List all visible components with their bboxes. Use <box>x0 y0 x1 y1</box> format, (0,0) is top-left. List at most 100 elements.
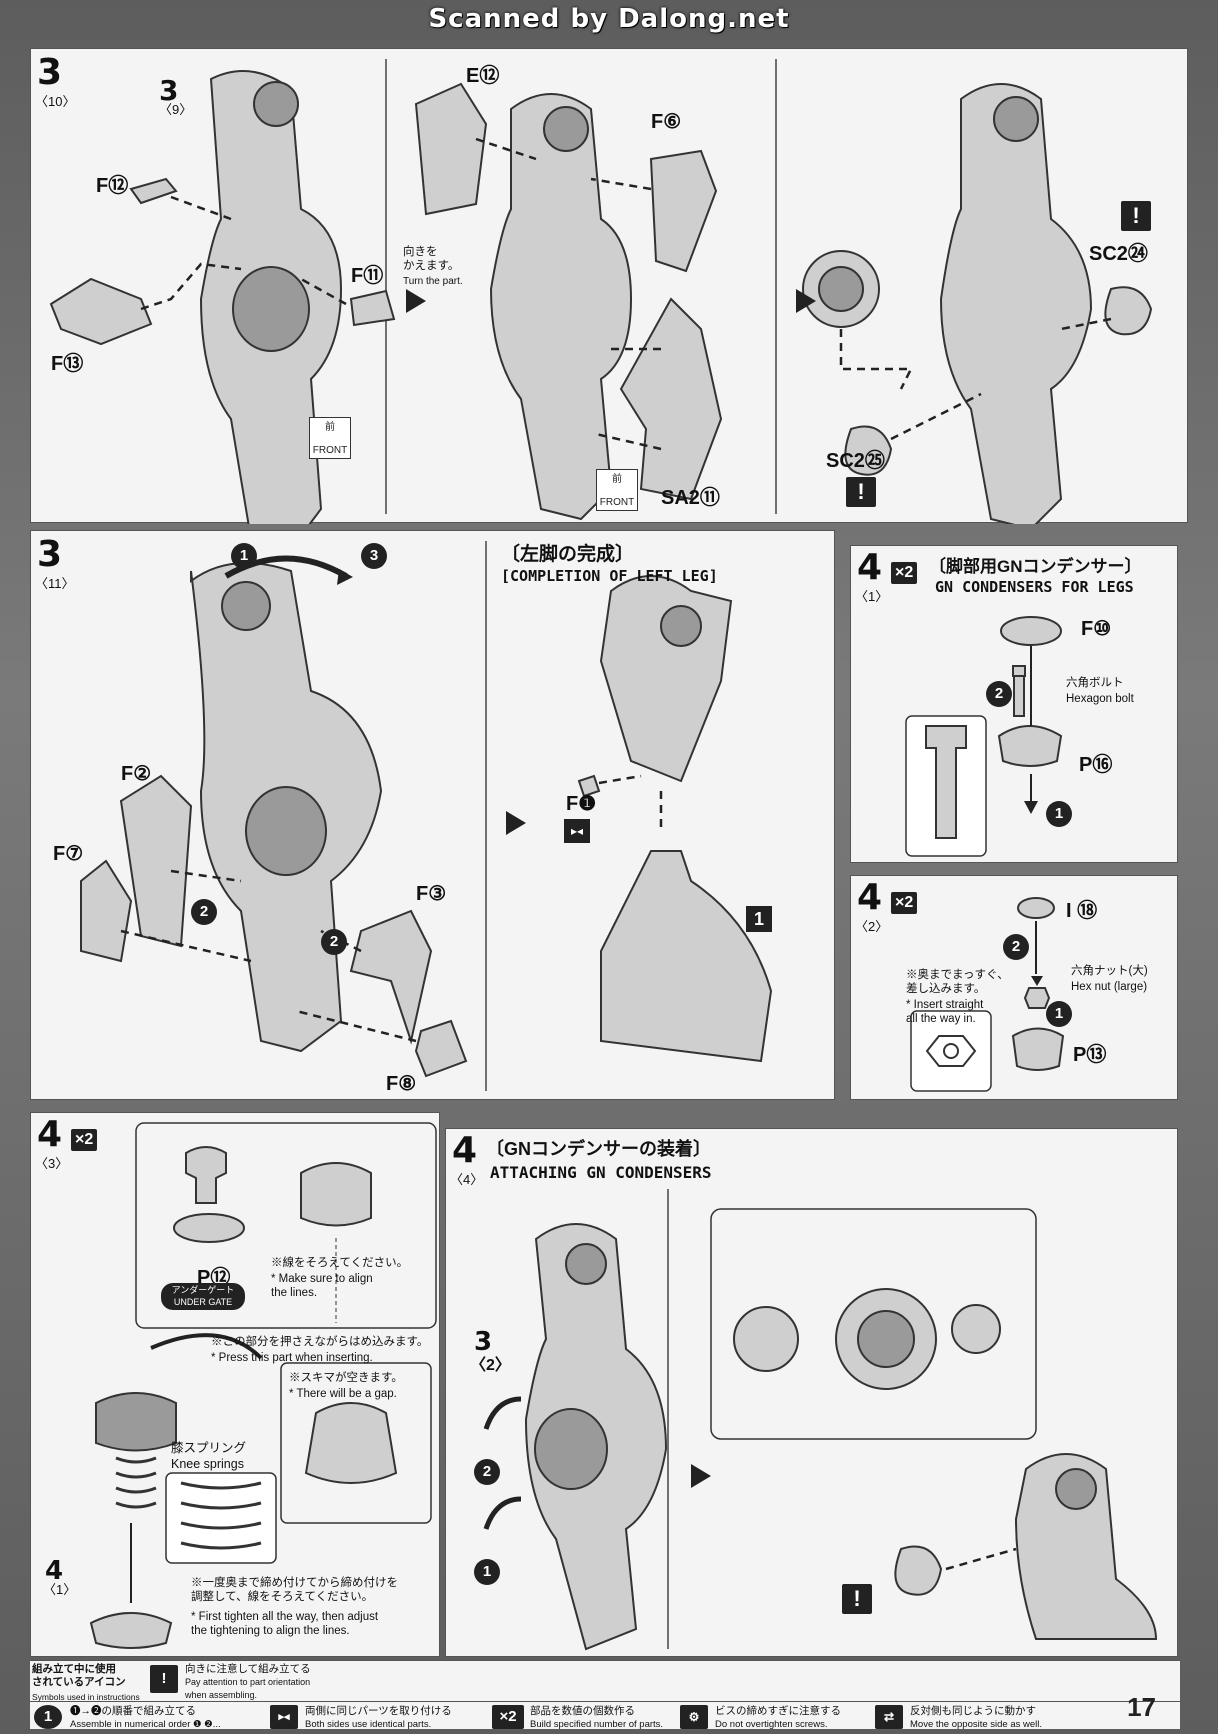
step-4-4-diagram <box>483 1189 1158 1651</box>
part-label-f8: F⑧ <box>386 1073 417 1095</box>
completion-title-en: [COMPLETION OF LEFT LEG] <box>501 567 718 585</box>
assembly-step-2: 2 <box>986 681 1012 707</box>
both-sides-icon: ▸◂ <box>270 1705 298 1729</box>
part-label-i18: I ⑱ <box>1066 900 1098 922</box>
part-label-p13: P⑬ <box>1073 1044 1107 1066</box>
step-sub: 〈4〉 <box>450 1172 484 1187</box>
spring-label-jp: 膝スプリング <box>171 1441 247 1455</box>
ref-step-number: 3 <box>159 74 179 107</box>
ref-step-sub: 〈1〉 <box>43 1582 77 1597</box>
step-4-1-diagram <box>905 616 1063 857</box>
under-gate-badge: アンダーゲート UNDER GATE <box>161 1283 245 1310</box>
step-sub: 〈2〉 <box>855 919 889 934</box>
legend-opposite-en: Move the opposite side as well. <box>910 1719 1043 1730</box>
part-label-sc2-25: SC2㉕ <box>826 450 885 472</box>
step-4-2-diagram <box>910 897 1065 1092</box>
assembly-step-2: 2 <box>1003 934 1029 960</box>
step-number: 3 <box>37 52 63 93</box>
title-en: ATTACHING GN CONDENSERS <box>490 1163 712 1182</box>
ref-step-sub: 〈9〉 <box>159 102 193 117</box>
part-label-f12: F⑫ <box>96 175 129 197</box>
title-en: GN CONDENSERS FOR LEGS <box>935 578 1134 596</box>
caution-icon: ! <box>846 477 876 507</box>
step-number: 4 <box>857 547 883 588</box>
legend-screw-en: Do not overtighten screws. <box>715 1719 828 1730</box>
step-sub: 〈11〉 <box>35 576 75 591</box>
step-sub: 〈1〉 <box>855 589 889 604</box>
legend-both-en: Both sides use identical parts. <box>305 1719 432 1730</box>
panel-step-4-2: 4 〈2〉 ×2 I ⑱ P⑬ 六角ナット(大) Hex nut (large)… <box>850 875 1178 1100</box>
spring-label-en: Knee springs <box>171 1457 244 1471</box>
multiplier-badge: ×2 <box>71 1129 98 1151</box>
ref-step-sub: 〈2〉 <box>470 1357 511 1374</box>
panel-step-4-1: 4 〈1〉 ×2 〔脚部用GNコンデンサー〕 GN CONDENSERS FOR… <box>850 545 1178 863</box>
part-label-sa2-11: SA2⑪ <box>661 487 720 509</box>
step-4-3-diagram <box>89 1122 437 1649</box>
insert-note-jp: ※奥までまっすぐ、 差し込みます。 <box>906 969 1009 995</box>
both-sides-icon: ▸◂ <box>564 819 590 843</box>
step-number: 4 <box>37 1114 63 1155</box>
step-number: 3 <box>37 534 63 575</box>
align-note-en: * Make sure to align the lines. <box>271 1273 373 1299</box>
turn-note-en: Turn the part. <box>403 276 463 287</box>
part-label-f2: F② <box>121 763 152 785</box>
part-label-p16: P⑯ <box>1079 754 1113 776</box>
multiplier-badge: ×2 <box>891 562 918 584</box>
step-sub: 〈10〉 <box>35 94 76 109</box>
assembly-step-2: 2 <box>191 899 217 925</box>
ref-step-number: 3 <box>474 1327 493 1357</box>
legend-divider <box>30 1701 1180 1702</box>
panel-step-4-4: 4 〈4〉 〔GNコンデンサーの装着〕 ATTACHING GN CONDENS… <box>445 1128 1178 1657</box>
scan-banner: Scanned by Dalong.net <box>428 4 790 34</box>
part-label-f6: F⑥ <box>651 111 682 133</box>
part-label-f7: F⑦ <box>53 843 84 865</box>
front-label-en: FRONT <box>599 497 635 508</box>
nut-label-en: Hex nut (large) <box>1071 981 1148 993</box>
legend-caution-en: Pay attention to part orientation when a… <box>185 1677 311 1700</box>
under-gate-en: UNDER GATE <box>173 1297 233 1307</box>
nut-label-jp: 六角ナット(大) <box>1071 965 1148 977</box>
press-note-en: * Press this part when inserting. <box>211 1352 373 1364</box>
part-label-sc2-24: SC2㉔ <box>1089 243 1148 265</box>
front-label-en: FRONT <box>312 445 348 456</box>
step-3-11-diagram <box>80 541 773 1091</box>
title-jp: 〔GNコンデンサーの装着〕 <box>486 1139 711 1159</box>
step-number: 4 <box>452 1130 478 1171</box>
gap-note-jp: ※スキマが空きます。 <box>289 1372 403 1384</box>
bolt-label-en: Hexagon bolt <box>1066 693 1134 705</box>
part-label-f1: F❶ <box>566 793 597 815</box>
multiplier-icon: ×2 <box>492 1705 524 1729</box>
assembly-step-1: 1 <box>1046 1001 1072 1027</box>
legend-screw-jp: ビスの締めすぎに注意する <box>715 1705 841 1717</box>
part-label-f10: F⑩ <box>1081 618 1112 640</box>
screw-icon: ⚙ <box>680 1705 708 1729</box>
ref-step-number: 4 <box>45 1556 64 1586</box>
step-sub: 〈3〉 <box>35 1156 69 1171</box>
press-note-jp: ※この部分を押さえながらはめ込みます。 <box>211 1336 429 1348</box>
title-jp: 〔脚部用GNコンデンサー〕 <box>929 557 1142 576</box>
legend-mult-en: Build specified number of parts. <box>530 1719 664 1730</box>
legend-opposite-jp: 反対側も同じように動かす <box>910 1705 1036 1717</box>
rotation-step-1: 1 <box>231 543 257 569</box>
panel-step-3-11: 3 〈11〉 1 3 F② F⑦ F③ F⑧ 2 2 〔左脚の完成〕 [COMP… <box>30 530 835 1100</box>
opposite-side-icon: ⇄ <box>875 1705 903 1729</box>
gap-note-en: * There will be a gap. <box>289 1388 397 1400</box>
front-label-jp: 前 <box>325 422 335 433</box>
front-indicator: 前 FRONT <box>309 417 351 459</box>
panel-step-3-10: 3 〈10〉 3 〈9〉 <box>30 48 1188 524</box>
assembly-step-2: 2 <box>321 929 347 955</box>
reference-box-1: 1 <box>746 906 772 932</box>
step-number: 4 <box>857 877 883 918</box>
assembly-step-2: 2 <box>474 1459 500 1485</box>
legend-both-jp: 両側に同じパーツを取り付ける <box>305 1705 452 1717</box>
caution-icon: ! <box>150 1665 178 1693</box>
insert-note-en: * Insert straight all the way in. <box>906 999 984 1025</box>
tighten-note-jp: ※一度奥まで締め付けてから締め付けを 調整して、線をそろえてください。 <box>191 1577 398 1603</box>
tighten-note-en: * First tighten all the way, then adjust… <box>191 1611 379 1637</box>
align-note-jp: ※線をそろえてください。 <box>271 1257 409 1269</box>
assembly-step-1: 1 <box>474 1559 500 1585</box>
legend-caution-jp: 向きに注意して組み立てる <box>185 1663 311 1675</box>
bolt-label-jp: 六角ボルト <box>1066 677 1124 689</box>
turn-note-jp: 向きを かえます。 <box>403 246 460 272</box>
legend-title-jp: 組み立て中に使用 されているアイコン <box>32 1663 126 1688</box>
